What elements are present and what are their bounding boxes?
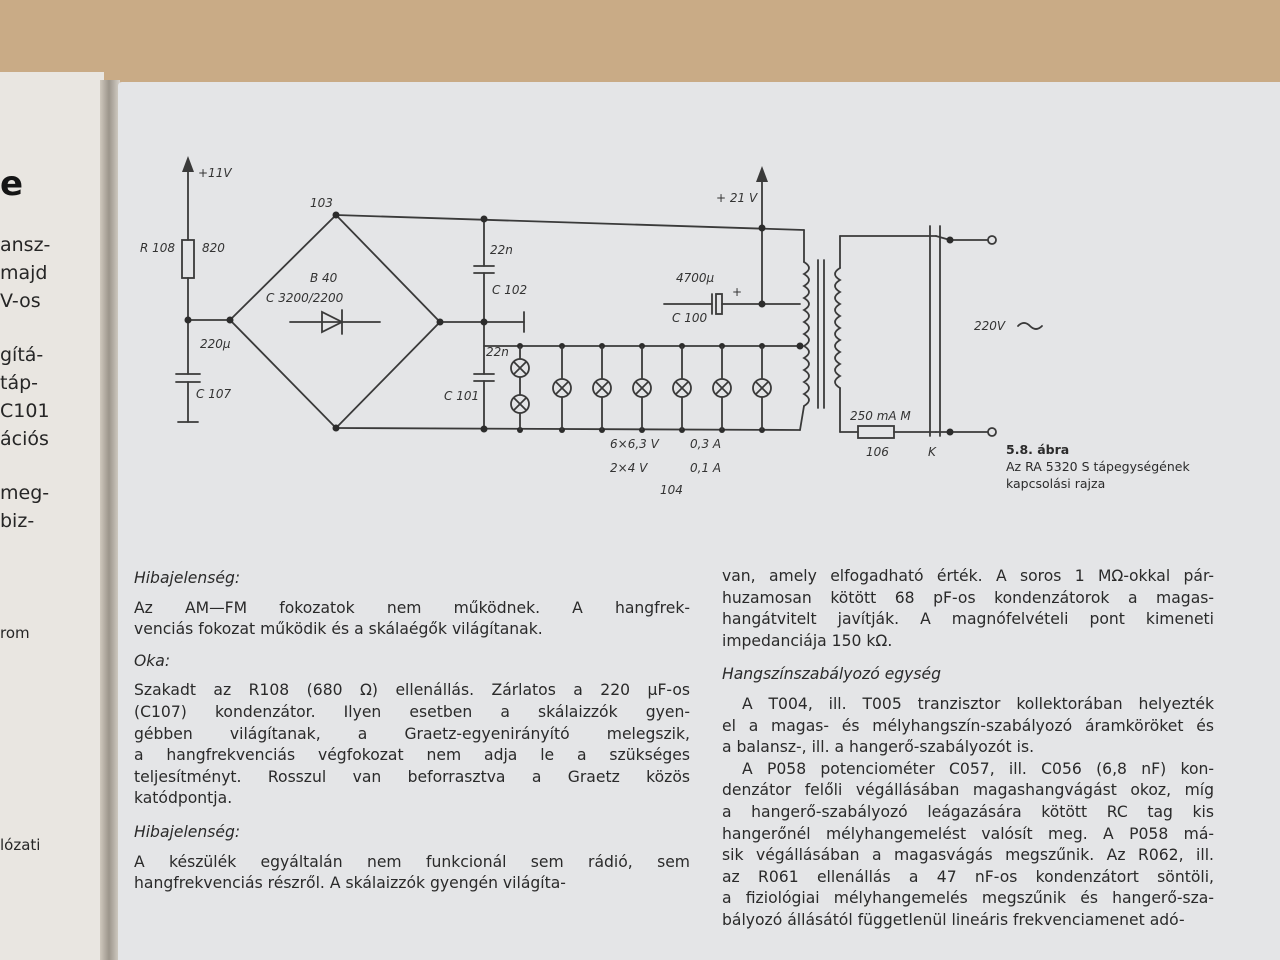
label-k: K: [928, 445, 937, 459]
label-4700u: 4700µ: [676, 271, 715, 285]
label-220u: 220µ: [200, 337, 231, 351]
left-page-line: táp-: [0, 372, 39, 394]
label-fuse: 250 mA M: [850, 409, 911, 423]
label-b40: B 40: [310, 271, 338, 285]
paragraph-1: Az AM—FM fokozatok nem működnek. A hangf…: [134, 598, 690, 641]
text-line: a balansz-, ill. a hangerő-szabályozót i…: [722, 738, 1035, 757]
label-v21: + 21 V: [716, 191, 758, 205]
lamp-icon: [672, 378, 692, 398]
text-line: a hangerő-szabályozó leágazására kötött …: [722, 802, 1214, 821]
left-page-line: meg-: [0, 482, 50, 504]
left-page-line: majd: [0, 262, 48, 284]
heading-hibajelenseg-1: Hibajelenség:: [134, 569, 241, 587]
fuse-106: [857, 425, 895, 439]
text-line: katódpontja.: [134, 789, 233, 808]
label-lamp2a: 2×4 V: [610, 461, 648, 475]
text-line: (C107) kondenzátor. Ilyen esetben a skál…: [134, 702, 690, 721]
paragraph-hangszin-1: A T004, ill. T005 tranzisztor kollektorá…: [722, 694, 1214, 759]
circuit-diagram: +11V + 21 V 103 R 108 820 B 40 C 3200/22…: [140, 156, 1043, 497]
figure-caption: 5.8. ábra Az RA 5320 S tápegységének kap…: [1006, 441, 1190, 492]
left-page-line: rom: [0, 624, 30, 642]
lamp-icon: [510, 394, 530, 414]
left-page-line: ansz-: [0, 234, 51, 256]
text-line: A T004, ill. T005 tranzisztor kollektorá…: [742, 694, 1214, 713]
label-plus: +: [732, 285, 742, 299]
left-page-line: C101: [0, 400, 50, 422]
lamp-icon: [552, 378, 572, 398]
text-line: Az AM—FM fokozatok nem működnek. A hangf…: [134, 598, 690, 617]
caption-title: 5.8. ábra: [1006, 442, 1070, 457]
lamp-icon: [632, 378, 652, 398]
book-gutter: [100, 80, 120, 960]
lamp-icon: [510, 358, 530, 378]
caption-line-2: kapcsolási rajza: [1006, 476, 1106, 491]
text-line: a hangfrekvenciás végfokozat nem adja le…: [134, 746, 690, 765]
left-page-heading: e: [0, 164, 24, 204]
text-line: a fiziológiai mélyhangemelés megszűnik é…: [722, 889, 1214, 908]
label-220v: 220V: [974, 319, 1006, 333]
text-line: venciás fokozat működik és a skálaégők v…: [134, 620, 543, 639]
text-line: az R061 ellenállás a 47 nF-os kondenzáto…: [722, 867, 1214, 886]
text-line: hangerőnél mélyhangemelést valósít meg. …: [722, 824, 1214, 843]
text-line: teljesítményt. Rosszul van beforrasztva …: [134, 767, 690, 786]
right-page: [118, 82, 1280, 960]
label-c100: C 100: [672, 311, 707, 325]
lamp-icon: [712, 378, 732, 398]
left-page-line: ációs: [0, 428, 49, 450]
label-106: 106: [866, 445, 889, 459]
text-line: A készülék egyáltalán nem funkcionál sem…: [134, 852, 690, 871]
heading-hangszin: Hangszínszabályozó egység: [722, 665, 942, 684]
label-c102: C 102: [492, 283, 527, 297]
label-r108: R 108: [140, 241, 175, 255]
text-line: el a magas- és mélyhangszín-szabályozó á…: [722, 716, 1214, 735]
lamp-icon: [752, 378, 772, 398]
text-line: denzátor felőli végállásában magashangvá…: [722, 781, 1214, 800]
text-line: impedanciája 150 kΩ.: [722, 631, 893, 650]
label-lamp1a: 6×6,3 V: [610, 437, 660, 451]
lamp-icon: [592, 378, 612, 398]
text-line: bályozó állásától függetlenül lineáris f…: [722, 910, 1185, 929]
left-text-column: Hibajelenség: Az AM—FM fokozatok nem műk…: [134, 568, 690, 895]
label-103: 103: [310, 196, 333, 210]
paragraph-hangszin-2: A P058 potenciométer C057, ill. C056 (6,…: [722, 759, 1214, 932]
label-820: 820: [202, 241, 225, 255]
heading-hibajelenseg-2: Hibajelenség:: [134, 822, 241, 841]
paragraph-3: A készülék egyáltalán nem funkcionál sem…: [134, 852, 690, 895]
text-line: Szakadt az R108 (680 Ω) ellenállás. Zárl…: [134, 681, 690, 700]
left-page-line: biz-: [0, 510, 35, 532]
caption-line-1: Az RA 5320 S tápegységének: [1006, 459, 1190, 474]
text-line: huzamosan kötött 68 pF-os kondenzátorok …: [722, 588, 1214, 607]
right-text-column: van, amely elfogadható érték. A soros 1 …: [722, 566, 1214, 932]
label-lamp1b: 0,3 A: [690, 437, 721, 451]
heading-oka: Oka:: [134, 651, 171, 670]
label-lamp2b: 0,1 A: [690, 461, 721, 475]
left-page-line: lózati: [0, 836, 41, 854]
text-line: A P058 potenciométer C057, ill. C056 (6,…: [742, 759, 1214, 778]
label-22n-a: 22n: [490, 243, 513, 257]
left-page-line: gítá-: [0, 344, 44, 366]
paragraph-2: Szakadt az R108 (680 Ω) ellenállás. Zárl…: [134, 680, 690, 810]
label-104: 104: [660, 483, 683, 497]
label-c3200: C 3200/2200: [266, 291, 344, 305]
text-line: sik végállásában a magasvágás megszűnik.…: [722, 846, 1214, 865]
paragraph-impedance: van, amely elfogadható érték. A soros 1 …: [722, 566, 1214, 652]
label-c101: C 101: [444, 389, 479, 403]
left-page-line: V-os: [0, 290, 41, 312]
label-v11: +11V: [198, 166, 232, 180]
text-line: hangátvitelt javítják. A magnófelvételi …: [722, 610, 1214, 629]
text-line: hangfrekvenciás részről. A skálaizzók gy…: [134, 874, 566, 893]
label-c107: C 107: [196, 387, 231, 401]
label-22n-b: 22n: [486, 345, 509, 359]
text-line: van, amely elfogadható érték. A soros 1 …: [722, 567, 1214, 585]
r108-resistor: [181, 239, 195, 279]
text-line: gébben világítanak, a Graetz-egyenirányí…: [134, 724, 690, 743]
